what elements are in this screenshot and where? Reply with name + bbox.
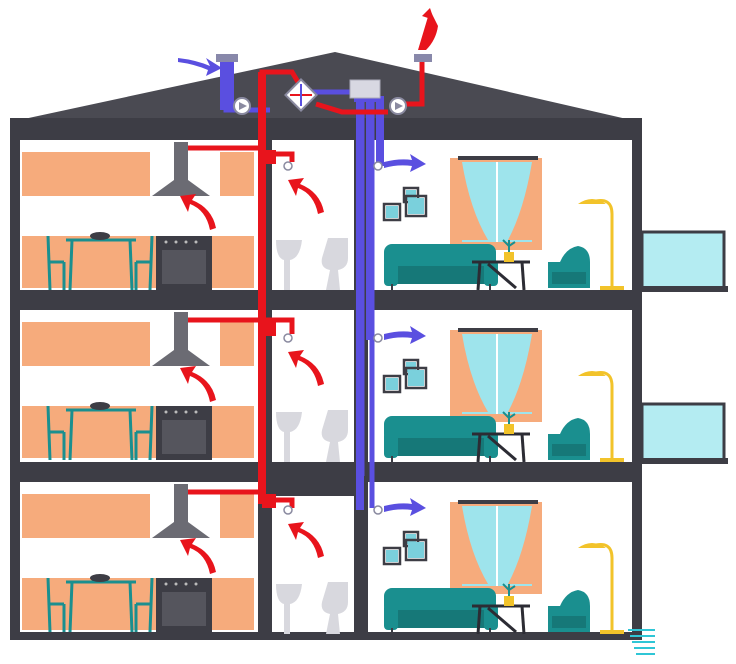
supply-air-arrow-icon — [384, 154, 426, 172]
roof — [10, 52, 640, 122]
coffee-table — [472, 260, 530, 291]
exhaust-air-arrow-icon — [180, 194, 216, 230]
vent-grille — [283, 161, 383, 515]
supply-air-arrow-icon — [178, 58, 222, 76]
picture-frame — [382, 186, 428, 222]
heat-exchanger-icon — [284, 78, 318, 112]
entrance-steps — [628, 629, 655, 655]
balcony — [640, 230, 728, 292]
supply-air-duct — [356, 100, 384, 510]
living-room-furniture — [382, 156, 624, 291]
floor-lamp — [578, 199, 624, 290]
exhaust-riser — [258, 72, 266, 504]
window — [450, 156, 542, 250]
supply-intake-pipe — [220, 56, 234, 110]
ventilation-unit — [349, 79, 381, 99]
balcony — [640, 402, 728, 464]
supply-riser — [354, 96, 384, 102]
dining-table — [46, 235, 154, 291]
exhaust-air-arrow-icon — [288, 178, 324, 214]
fruit-bowl — [90, 232, 110, 240]
fan-icon — [389, 97, 407, 115]
kitchen — [22, 142, 254, 291]
potted-plant — [502, 239, 516, 262]
bathroom — [276, 238, 348, 290]
exhaust-outlet-cap — [414, 54, 432, 62]
toilet — [321, 238, 348, 290]
supply-intake-cap — [216, 54, 238, 62]
range-hood — [152, 142, 210, 196]
sofa — [384, 244, 498, 290]
sink — [276, 240, 302, 290]
exhaust-air-arrow-icon — [418, 8, 438, 50]
fan-icon — [233, 97, 251, 115]
upper-cabinet — [220, 152, 254, 196]
upper-cabinet — [22, 152, 150, 196]
armchair — [548, 246, 590, 288]
